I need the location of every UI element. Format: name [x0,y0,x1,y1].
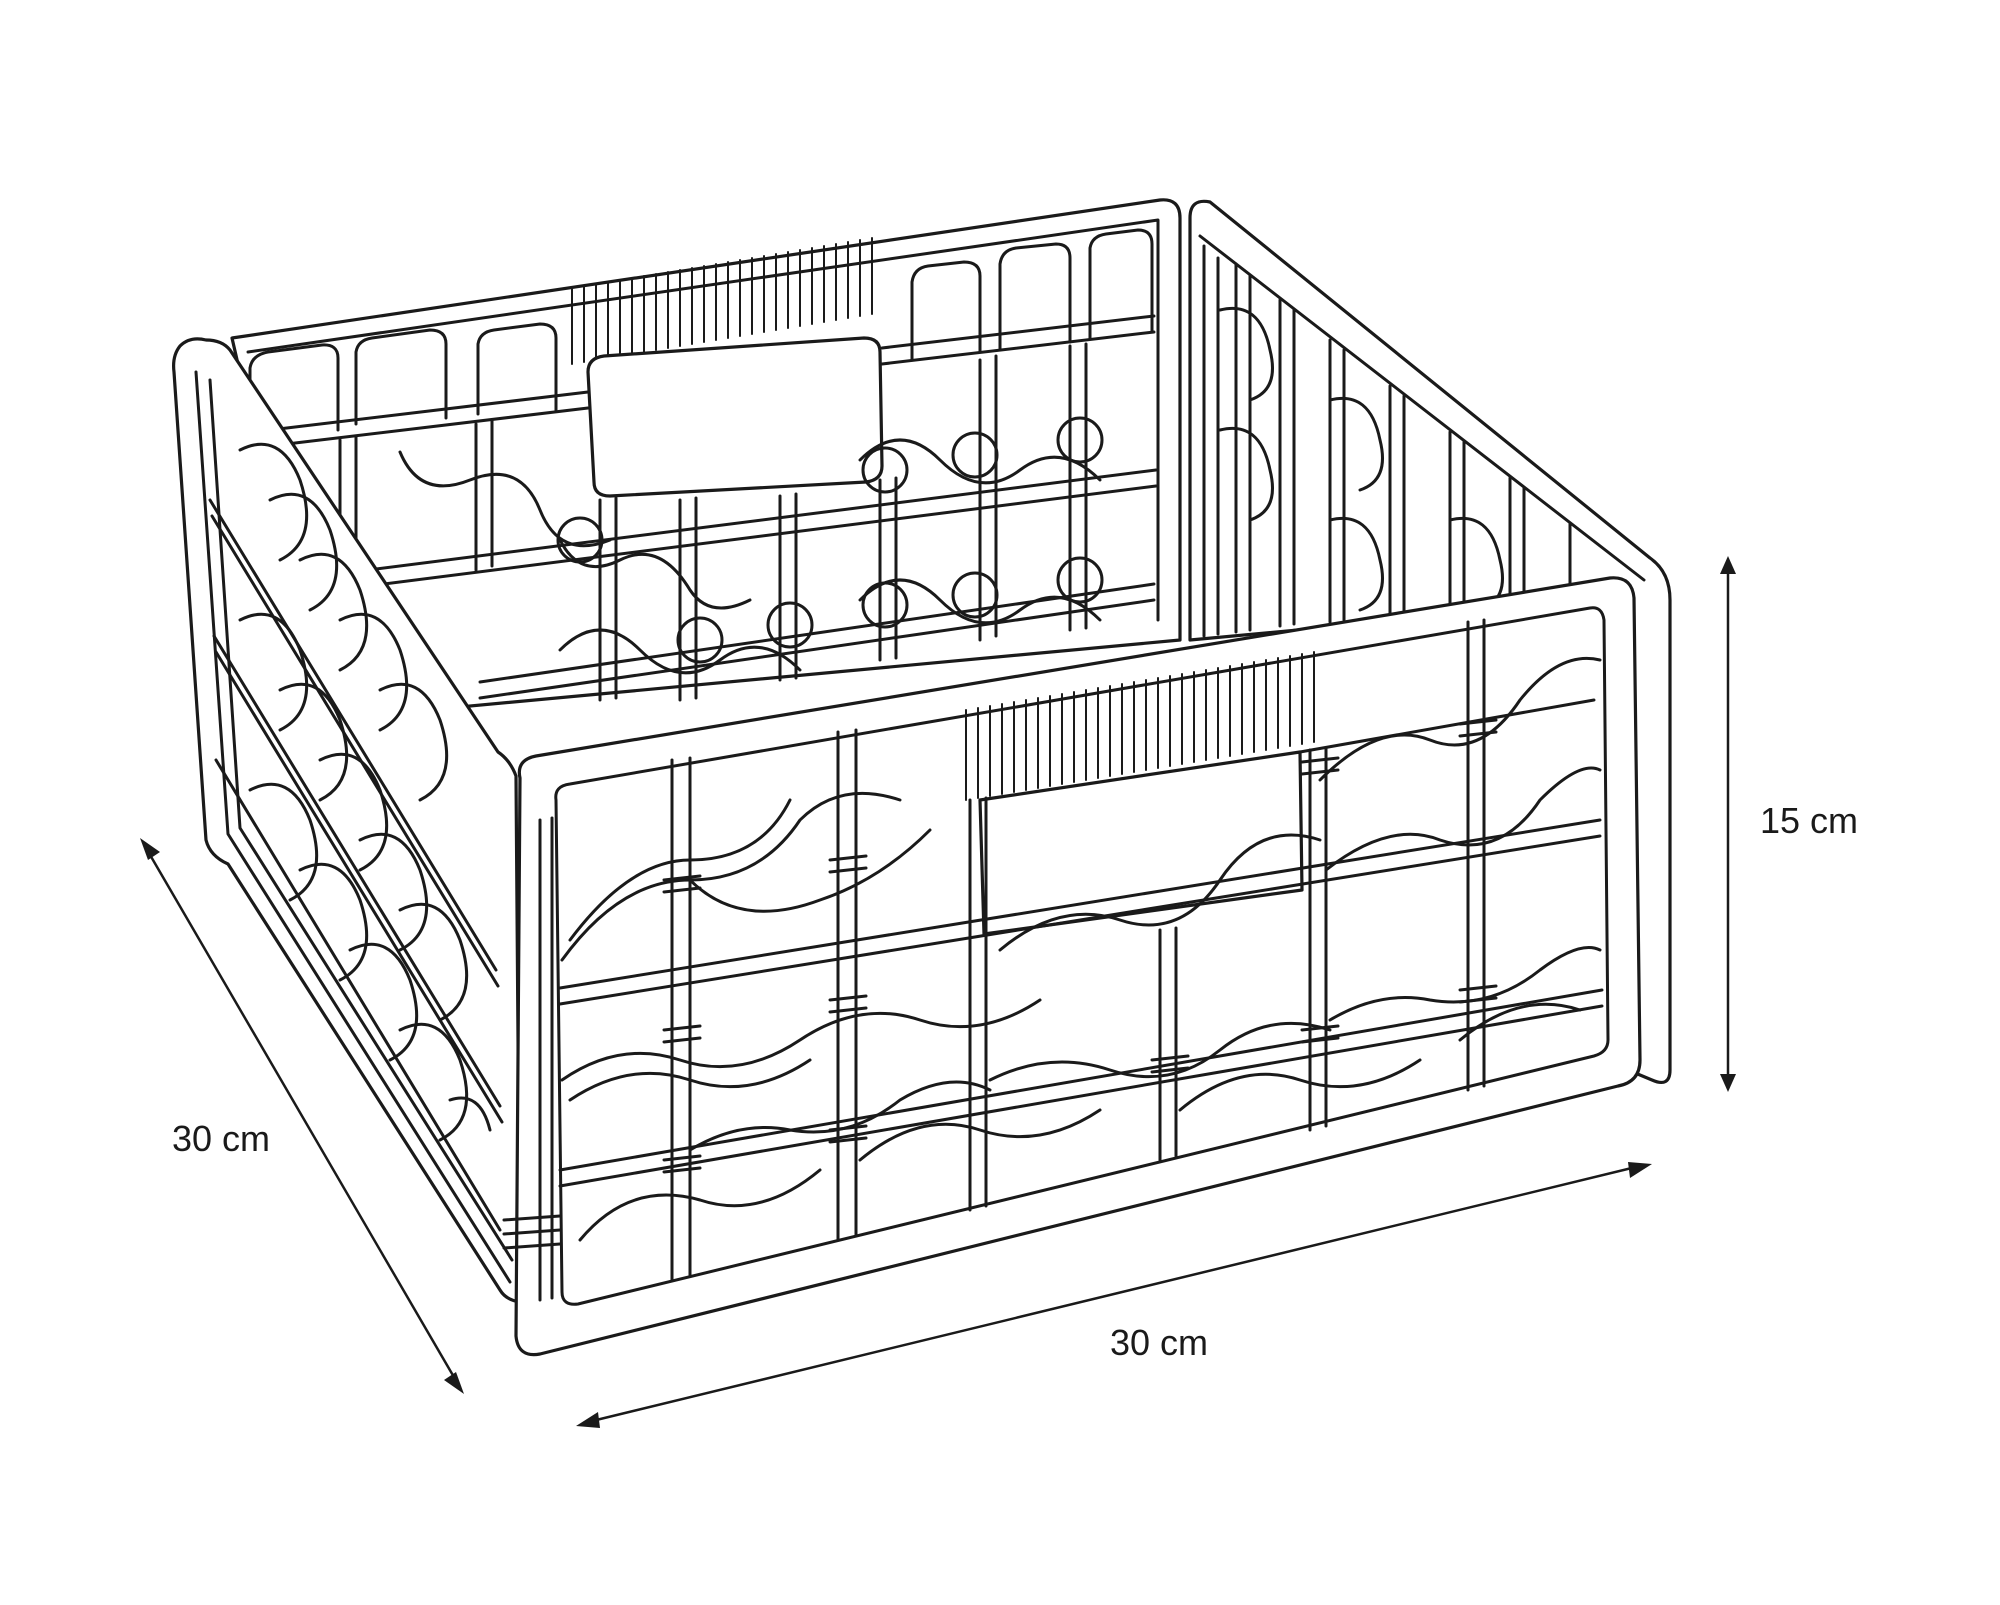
width-label: 30 cm [1110,1322,1209,1363]
height-label: 15 cm [1760,800,1859,841]
front-handle-hatching [965,651,1315,801]
dimension-width [576,1162,1652,1428]
dimension-height [1720,556,1736,1092]
right-panel [1188,199,1672,1084]
back-handle-cutout [586,336,884,498]
depth-label: 30 cm [172,1118,271,1159]
front-panel [502,576,1642,1357]
back-panel [230,198,1182,722]
arrow-head-icon [576,1412,600,1428]
arrow-head-icon [140,838,160,860]
dimension-depth [140,838,464,1394]
arrow-head-icon [444,1372,464,1394]
back-handle-hatching [571,237,873,365]
arrow-head-icon [1628,1162,1652,1178]
arrow-head-icon [1720,556,1736,574]
front-handle-cutout [978,750,1304,936]
arrow-head-icon [1720,1074,1736,1092]
left-panel [172,337,522,1304]
